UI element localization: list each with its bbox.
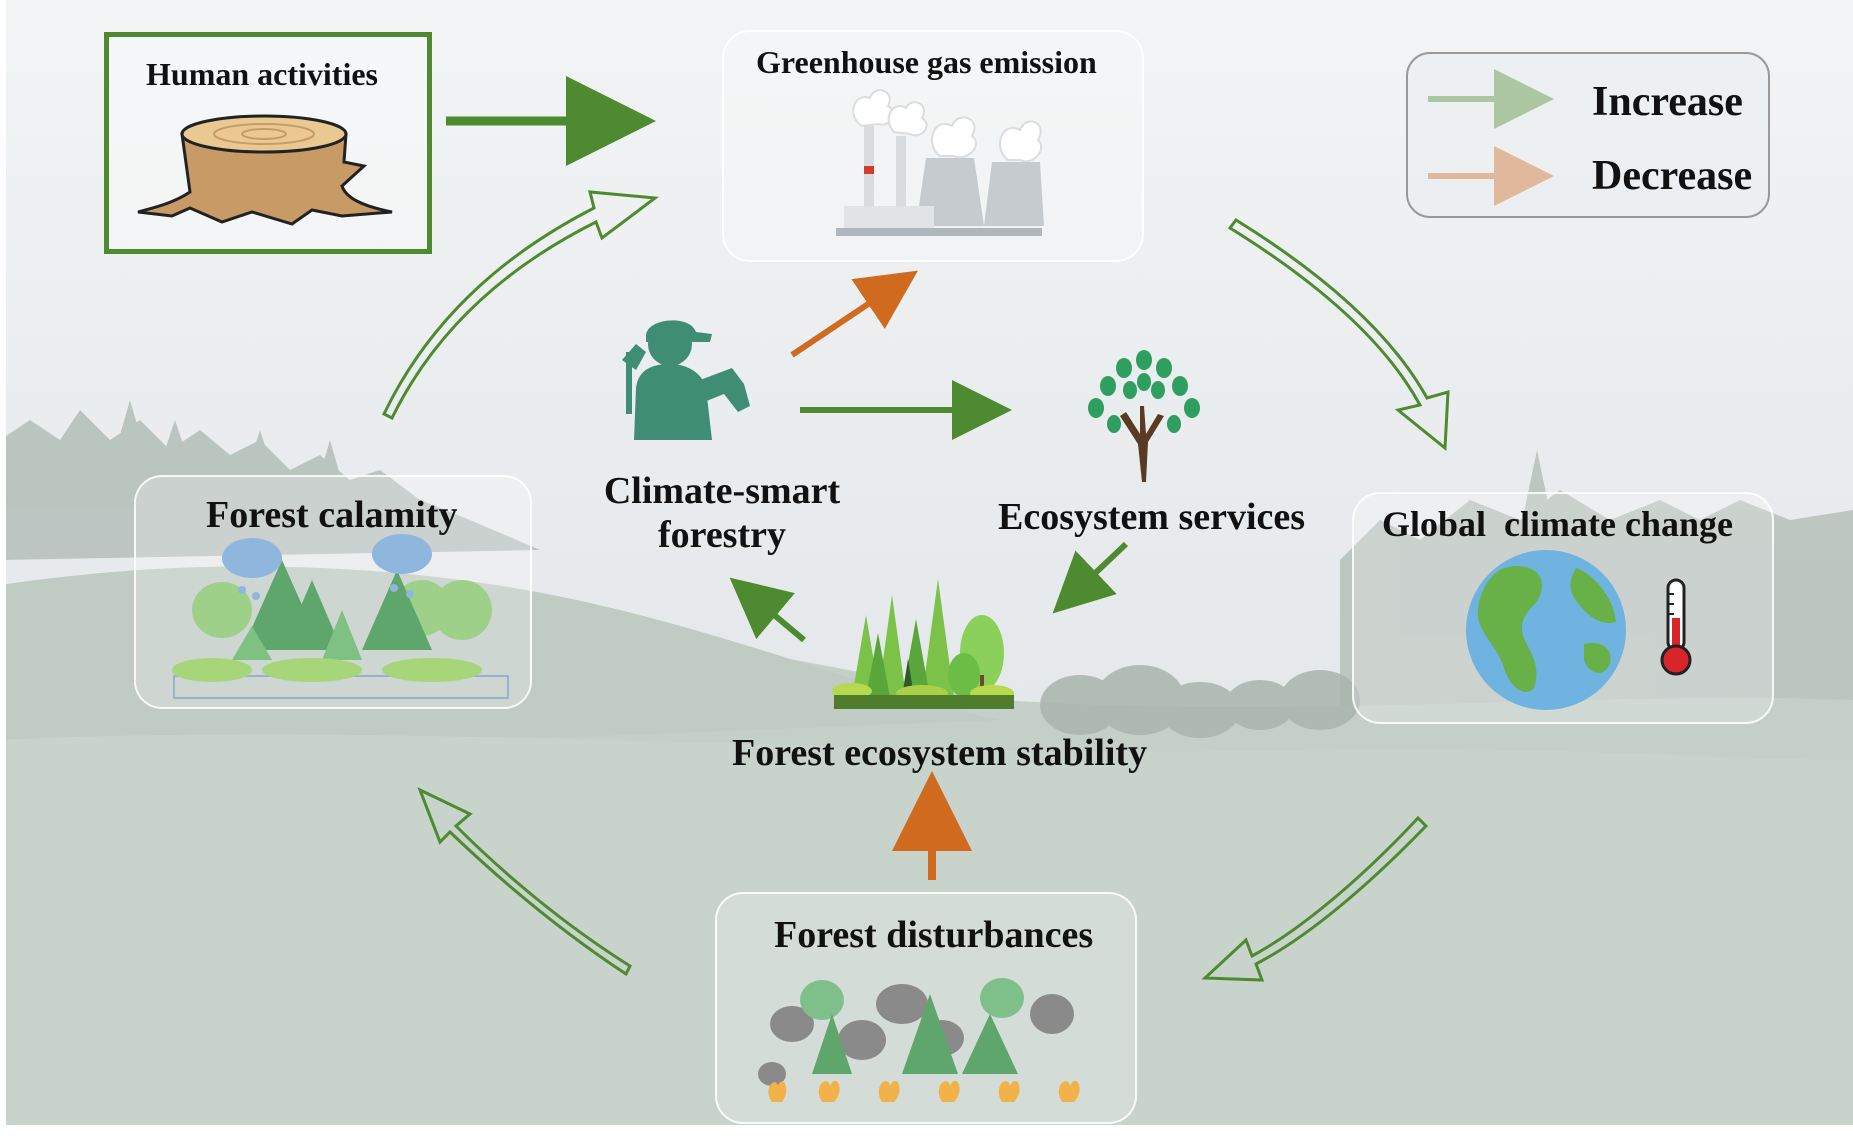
cycle-arrow-calamity-greenhouse [382, 190, 659, 421]
thermometer-icon [1660, 578, 1692, 676]
ecosystem-services-label: Ecosystem services [998, 496, 1306, 538]
meadow [0, 734, 1853, 1143]
human-activities-label: Human activities [146, 56, 378, 92]
factory-icon [836, 89, 1044, 236]
cycle-arrow-disturbances-calamity [417, 787, 632, 977]
rain-forest-icon [172, 534, 509, 699]
arrow-ecosystem-stability [1052, 541, 1129, 614]
globe-icon [1466, 550, 1626, 710]
cycle-arrow-greenhouse-global [1227, 218, 1450, 452]
tree-icon [1088, 350, 1200, 482]
cycle-arrow-global-disturbances [1201, 815, 1429, 982]
wildfire-forest-icon [758, 978, 1080, 1102]
arrow-forestry-greenhouse [790, 270, 918, 358]
legend-decrease-label: Decrease [1592, 153, 1753, 199]
greenhouse-label: Greenhouse gas emission [756, 44, 1097, 80]
forest-icon [832, 579, 1014, 709]
global-climate-label: Global climate change [1382, 504, 1733, 544]
legend-increase-label: Increase [1592, 79, 1743, 125]
cycle-arrows [382, 190, 1450, 982]
background-treeline-mid [1040, 665, 1360, 738]
tree-stump-icon [137, 114, 393, 226]
climate-smart-forestry-label: Climate-smart forestry [603, 470, 841, 556]
legend-box [1406, 52, 1770, 218]
forest-disturbances-label: Forest disturbances [774, 914, 1094, 956]
forester-icon [622, 320, 750, 440]
arrow-stability-forestry [729, 577, 806, 643]
forest-stability-label: Forest ecosystem stability [732, 732, 1148, 774]
forest-calamity-label: Forest calamity [206, 494, 458, 536]
